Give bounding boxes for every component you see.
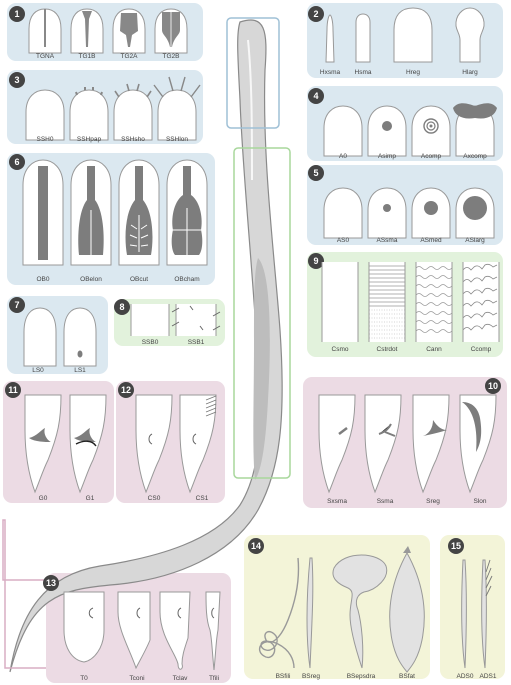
label-sshlon: SSHlon (166, 136, 188, 143)
panel-11-number: 11 (8, 385, 18, 395)
label-tconi: Tconi (129, 675, 144, 682)
label-bsfat: BSfat (399, 673, 415, 680)
label-ls0: LS0 (32, 367, 44, 374)
label-bsreg: BSreg (302, 673, 320, 680)
tail-connector (3, 520, 46, 668)
label-ls1: LS1 (74, 367, 86, 374)
label-g1: G1 (86, 495, 95, 502)
label-ads0: ADS0 (457, 673, 474, 680)
panel-15-bg (440, 535, 505, 679)
panel-15-number: 15 (451, 541, 461, 551)
label-cs0: CS0 (148, 495, 161, 502)
label-axcomp: Axcomp (463, 153, 487, 160)
label-a0: A0 (339, 153, 347, 160)
label-ssb1: SSB1 (188, 339, 205, 346)
label-ssma: Ssma (377, 498, 394, 505)
label-aslarg: ASlarg (465, 237, 485, 244)
label-slon: Slon (473, 498, 486, 505)
panel-6-number: 6 (14, 157, 19, 167)
panel-14-number: 14 (251, 541, 261, 551)
panel-13-number: 13 (46, 578, 56, 588)
label-acomp: Acomp (421, 153, 442, 160)
label-hlarg: Hlarg (462, 69, 478, 76)
label-assma: ASsma (377, 237, 398, 244)
label-as0: AS0 (337, 237, 350, 244)
label-tgna: TGNA (36, 53, 55, 60)
label-cstrdot: Cstrdot (377, 346, 398, 353)
panel-7-number: 7 (14, 300, 19, 310)
label-sshpap: SSHpap (77, 136, 102, 143)
label-hsma: Hsma (355, 69, 372, 76)
label-obcham: OBcham (174, 276, 199, 283)
label-cann: Cann (426, 346, 442, 353)
label-csmo: Csmo (332, 346, 349, 353)
label-tclav: Tclav (173, 675, 189, 682)
label-ccomp: Ccomp (471, 346, 492, 353)
label-obelon: OBelon (80, 276, 102, 283)
label-asimp: Asimp (378, 153, 396, 160)
label-asmed: ASmed (420, 237, 442, 244)
label-cs1: CS1 (196, 495, 209, 502)
label-ads1: ADS1 (480, 673, 497, 680)
panel-10-number: 10 (488, 381, 498, 391)
panel-4-number: 4 (313, 91, 318, 101)
label-sreg: Sreg (426, 498, 440, 505)
label-ob0: OB0 (36, 276, 49, 283)
panel-2-number: 2 (313, 9, 318, 19)
panel-1-number: 1 (14, 9, 19, 19)
panel-6: 6 OB0 OBelon OBcut OBcham (9, 154, 207, 283)
label-bsepsdra: BSepsdra (347, 673, 376, 680)
label-obcut: OBcut (130, 276, 148, 283)
label-tfili: Tfili (209, 675, 219, 682)
panel-1: 1 TGNA TG1B TG2A TG2B (9, 6, 187, 60)
label-sxsma: Sxsma (327, 498, 347, 505)
panel-5-number: 5 (313, 168, 318, 178)
label-hxsma: Hxsma (320, 69, 341, 76)
panel-9: 9 Cs (308, 253, 499, 353)
label-hreg: Hreg (406, 69, 420, 76)
label-g0: G0 (39, 495, 48, 502)
label-tg2a: TG2A (121, 53, 139, 60)
label-tg2b: TG2B (163, 53, 180, 60)
panel-9-number: 9 (313, 256, 318, 266)
label-t0: T0 (80, 675, 88, 682)
label-ssb0: SSB0 (142, 339, 159, 346)
label-sshsho: SSHsho (121, 136, 145, 143)
label-tg1b: TG1B (79, 53, 96, 60)
panel-3-number: 3 (14, 75, 19, 85)
label-bsfili: BSfili (276, 673, 291, 680)
panel-8-number: 8 (119, 302, 124, 312)
label-ssh0: SSH0 (37, 136, 54, 143)
panel-12-number: 12 (121, 385, 131, 395)
